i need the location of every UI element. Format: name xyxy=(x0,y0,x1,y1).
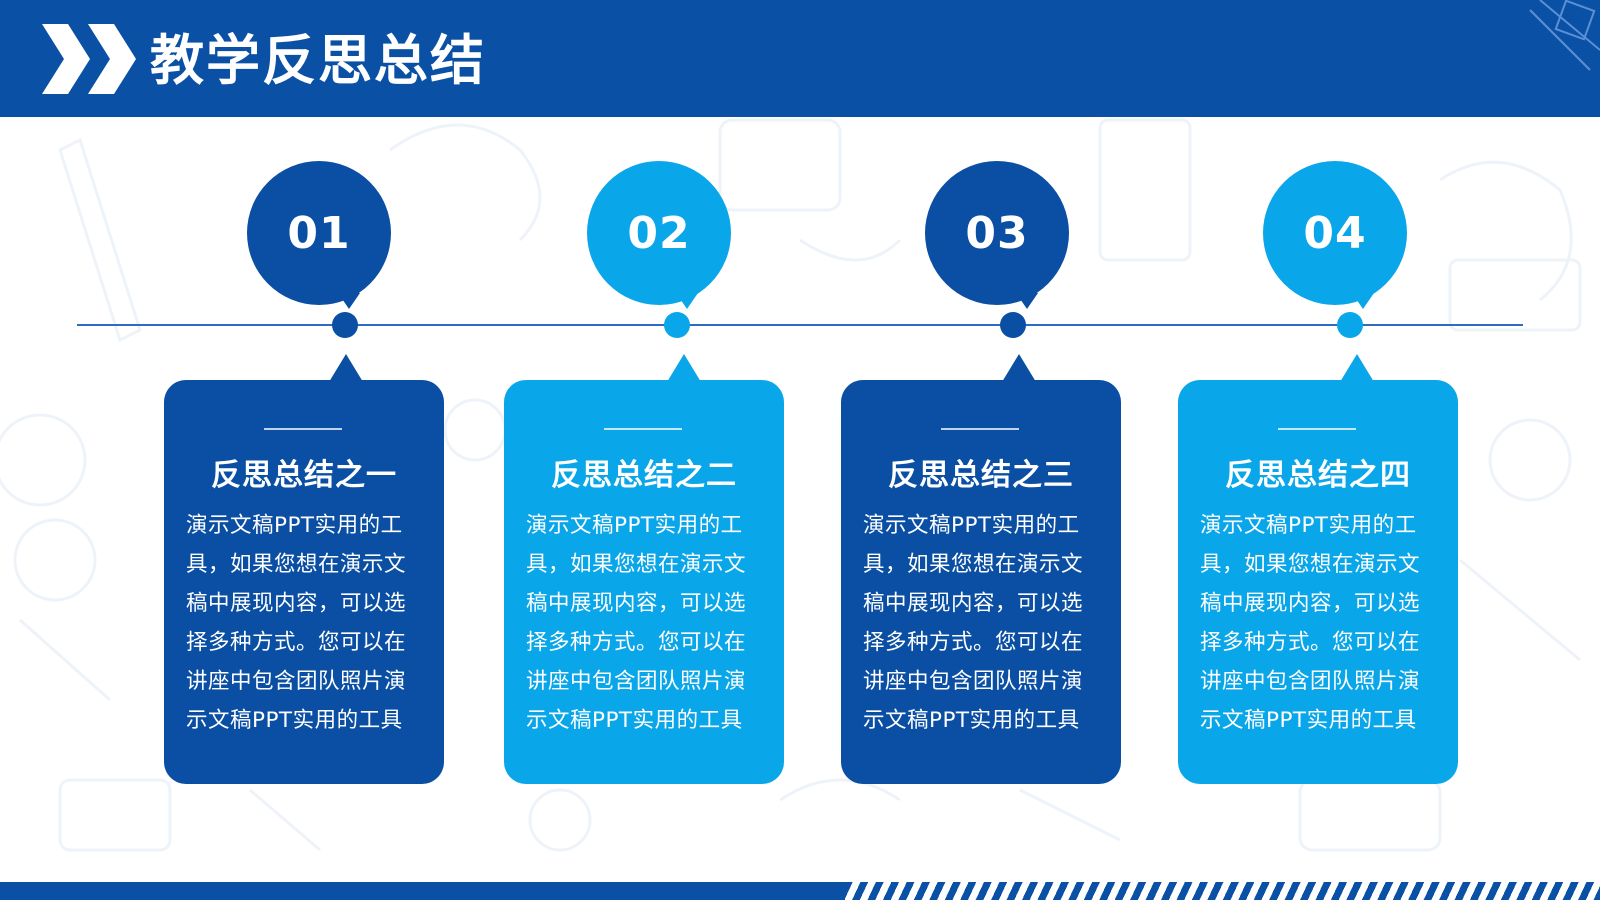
bubble-tail xyxy=(338,293,360,309)
footer-solid-stripe xyxy=(0,882,845,900)
card-title: 反思总结之三 xyxy=(888,458,1074,493)
card-body: 演示文稿PPT实用的工具，如果您想在演示文稿中展现内容，可以选择多种方式。您可以… xyxy=(863,513,1084,733)
card-title: 反思总结之四 xyxy=(1225,458,1411,493)
corner-decoration xyxy=(1529,0,1600,71)
card-divider xyxy=(264,428,342,430)
step-card: 反思总结之一 演示文稿PPT实用的工具，如果您想在演示文稿中展现内容，可以选择多… xyxy=(164,380,444,784)
step-number: 03 xyxy=(965,207,1029,259)
timeline-dot xyxy=(1000,312,1026,338)
card-divider xyxy=(604,428,682,430)
step-number: 04 xyxy=(1303,207,1367,259)
step-number: 01 xyxy=(287,207,351,259)
card-title: 反思总结之一 xyxy=(211,458,397,493)
bubble-tail xyxy=(1016,293,1038,309)
step-bubble: 03 xyxy=(925,161,1069,305)
timeline-dot xyxy=(332,312,358,338)
footer-hatched-stripe xyxy=(845,882,1600,900)
card-pointer xyxy=(329,354,363,382)
step-bubble: 04 xyxy=(1263,161,1407,305)
timeline-line xyxy=(77,324,1523,326)
bubble-tail xyxy=(1352,293,1374,309)
double-chevron-icon xyxy=(42,24,136,94)
timeline-dot xyxy=(664,312,690,338)
header-bar: 教学反思总结 xyxy=(0,0,1600,117)
card-divider xyxy=(1278,428,1356,430)
card-title: 反思总结之二 xyxy=(551,458,737,493)
card-pointer xyxy=(1340,354,1374,382)
timeline-dot xyxy=(1337,312,1363,338)
card-body: 演示文稿PPT实用的工具，如果您想在演示文稿中展现内容，可以选择多种方式。您可以… xyxy=(526,513,747,733)
card-pointer xyxy=(1002,354,1036,382)
step-card: 反思总结之三 演示文稿PPT实用的工具，如果您想在演示文稿中展现内容，可以选择多… xyxy=(841,380,1121,784)
page-title: 教学反思总结 xyxy=(150,29,486,92)
step-card: 反思总结之二 演示文稿PPT实用的工具，如果您想在演示文稿中展现内容，可以选择多… xyxy=(504,380,784,784)
step-card: 反思总结之四 演示文稿PPT实用的工具，如果您想在演示文稿中展现内容，可以选择多… xyxy=(1178,380,1458,784)
step-bubble: 02 xyxy=(587,161,731,305)
card-body: 演示文稿PPT实用的工具，如果您想在演示文稿中展现内容，可以选择多种方式。您可以… xyxy=(186,513,407,733)
card-pointer xyxy=(667,354,701,382)
step-bubble: 01 xyxy=(247,161,391,305)
card-divider xyxy=(941,428,1019,430)
bubble-tail xyxy=(676,293,698,309)
step-number: 02 xyxy=(627,207,691,259)
card-body: 演示文稿PPT实用的工具，如果您想在演示文稿中展现内容，可以选择多种方式。您可以… xyxy=(1200,513,1421,733)
